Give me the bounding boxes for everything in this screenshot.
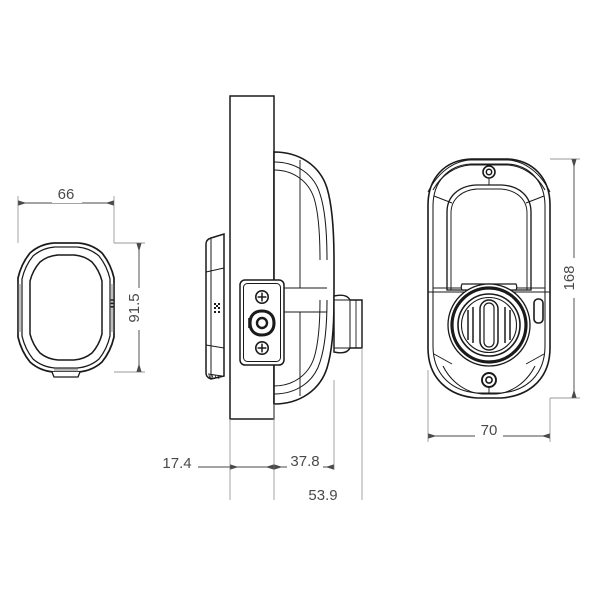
left-view-left-edge-shade	[18, 284, 22, 332]
middle-view	[205, 95, 363, 420]
dim-168-text-bg	[565, 258, 583, 298]
dim-915-text: 91.5	[126, 293, 143, 322]
left-view-bottom-foot	[51, 371, 81, 378]
keyhole-plate-inner	[243, 283, 281, 362]
knob-inner-ring2	[460, 296, 518, 354]
middle-view-front-cover	[205, 232, 225, 380]
left-view-bezel-contour	[21, 246, 111, 369]
right-view-second-contour	[432, 163, 546, 394]
middle-view-spindle	[333, 294, 363, 354]
left-view-left-edge-lines	[17, 283, 23, 333]
speaker-grille-icon	[214, 303, 220, 313]
dim-66-text-bg	[52, 186, 82, 203]
middle-view-body-contour-top2	[273, 169, 321, 261]
dim-174-text-bg	[156, 454, 198, 472]
middle-view-spindle-hlines	[334, 299, 350, 349]
middle-view-front-cover-base-hatch	[208, 374, 220, 380]
keypad-panel-inner	[450, 188, 528, 290]
dim-66-text: 66	[58, 186, 75, 203]
dim-168-text: 168	[561, 265, 578, 290]
dim-70-text-bg	[475, 422, 503, 439]
bottom-screw	[481, 372, 497, 388]
left-view-side-detail-ticks	[110, 299, 114, 308]
dim-378-text-bg	[287, 453, 323, 470]
knob-grip-bars	[467, 299, 511, 351]
right-view-dimensions: 168 70	[427, 158, 583, 442]
side-button[interactable]	[533, 298, 544, 324]
right-view	[427, 158, 551, 399]
left-view-dimensions: 66 91.5	[17, 186, 148, 373]
keyway-hole	[255, 316, 269, 330]
middle-view-rear-body	[273, 151, 335, 405]
right-view-top-cap-band2	[427, 159, 551, 193]
left-view	[17, 242, 115, 378]
dim-915-text-bg	[130, 288, 148, 330]
left-view-inner-face	[29, 254, 103, 361]
middle-view-mounting-plate	[229, 95, 275, 420]
dim-539-text: 53.9	[308, 487, 337, 504]
dim-539-text-bg	[304, 486, 342, 504]
left-view-right-edge-shade	[110, 284, 114, 332]
left-view-right-edge-lines	[109, 283, 115, 333]
keypad-panel	[446, 184, 532, 291]
keyhole-plate-screw-top	[255, 289, 270, 305]
middle-view-body-contour-top	[273, 161, 328, 261]
middle-view-body-contour-bottom2	[273, 299, 321, 387]
middle-view-front-cover-seams	[205, 267, 225, 349]
dim-70-text: 70	[481, 422, 498, 439]
keyhole-plate-screw-bottom	[255, 340, 270, 356]
top-screw	[482, 165, 496, 179]
middle-view-body-contour-bottom	[273, 299, 328, 395]
left-view-bottom-cap-shade	[54, 368, 78, 372]
left-view-top-cap-lines	[52, 242, 80, 248]
dim-378-text: 37.8	[290, 453, 319, 470]
dim-174-text: 17.4	[162, 455, 191, 472]
middle-view-dimensions: 17.4 37.8 53.9	[156, 348, 363, 504]
